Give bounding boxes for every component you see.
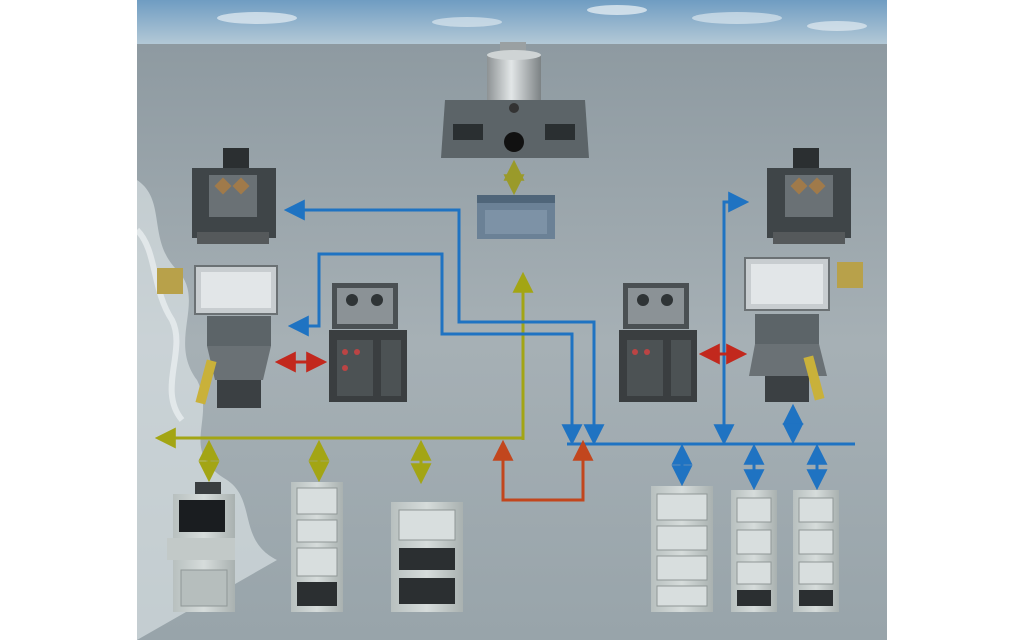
rack-cabinet-5 [793, 490, 839, 612]
rack-cabinet-1 [291, 482, 343, 612]
blue-bus [283, 191, 855, 491]
right-console-cabinet [619, 283, 697, 402]
left-antenna-pedestal [192, 148, 276, 244]
operator-workstation [167, 482, 235, 612]
left-director-mount [157, 265, 278, 408]
rack-cabinet-2 [391, 502, 463, 612]
system-diagram [137, 0, 887, 640]
rack-cabinet-3 [651, 486, 713, 612]
top-electronics-box [477, 195, 555, 239]
right-director-mount [744, 257, 863, 402]
olive-bus [154, 271, 534, 485]
right-antenna-pedestal [767, 148, 851, 244]
top-sensor-turret [441, 42, 589, 158]
left-console-cabinet [329, 283, 407, 402]
rack-cabinet-4 [731, 490, 777, 612]
red-bridge [492, 439, 594, 502]
